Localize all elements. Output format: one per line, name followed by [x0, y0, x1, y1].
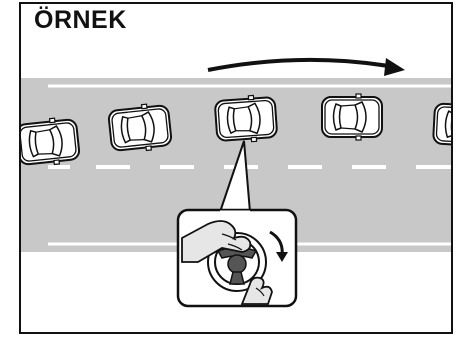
car-icon	[433, 100, 476, 149]
car-icon	[322, 94, 382, 140]
car-icon	[214, 94, 277, 144]
steering-callout	[178, 210, 296, 306]
car-icon	[108, 102, 172, 154]
car-icon	[16, 116, 80, 168]
direction-arrow-icon	[208, 58, 405, 76]
